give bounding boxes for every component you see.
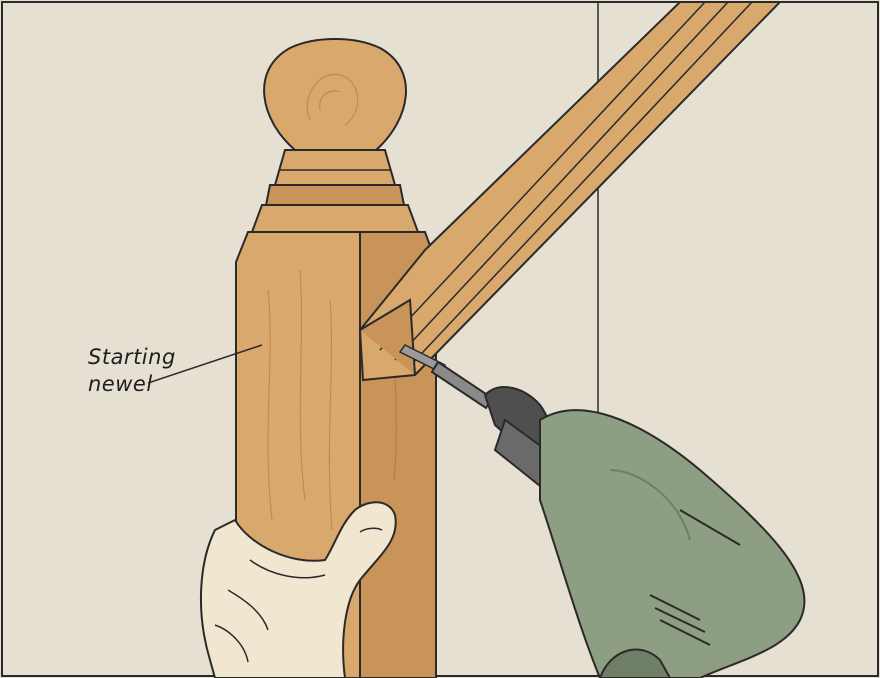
callout-line-1: Starting: [88, 345, 176, 369]
callout-line-2: newel: [88, 372, 153, 396]
